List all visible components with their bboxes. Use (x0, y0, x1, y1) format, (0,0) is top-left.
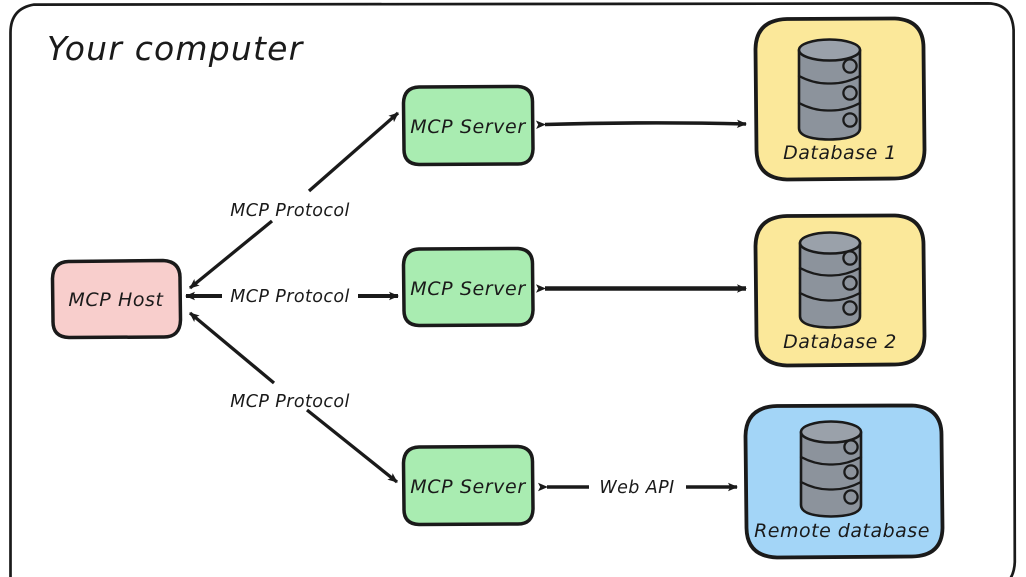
node-mcp-server-2[interactable]: MCP Server (401, 246, 535, 328)
edge-label-web-api: Web API (599, 478, 674, 498)
node-remote-database[interactable]: Remote database (743, 403, 945, 560)
node-label-database-2: Database 2 (783, 331, 897, 353)
group-title: Your computer (47, 29, 305, 68)
edge-server1-database1 (535, 119, 747, 129)
database-cylinder-icon (797, 38, 862, 141)
your-computer-boundary (9, 2, 1017, 577)
edge-label-mcp-protocol-1: MCP Protocol (230, 201, 349, 221)
edge-host-server3 (188, 311, 399, 484)
node-label-remote-database: Remote database (754, 520, 930, 542)
edge-host-server1 (188, 111, 400, 290)
node-label-mcp-host: MCP Host (68, 289, 164, 311)
node-database-2[interactable]: Database 2 (753, 213, 927, 368)
edge-label-mcp-protocol-2: MCP Protocol (230, 287, 349, 307)
database-cylinder-icon (798, 231, 862, 329)
node-label-database-1: Database 1 (783, 142, 897, 164)
node-mcp-host[interactable]: MCP Host (50, 258, 183, 340)
node-label-mcp-server-1: MCP Server (410, 116, 526, 138)
node-mcp-server-1[interactable]: MCP Server (401, 84, 535, 167)
node-label-mcp-server-2: MCP Server (410, 278, 526, 300)
edge-label-mcp-protocol-3: MCP Protocol (230, 392, 349, 412)
node-mcp-server-3[interactable]: MCP Server (401, 444, 535, 527)
database-cylinder-icon (799, 420, 863, 518)
node-label-mcp-server-3: MCP Server (410, 476, 526, 498)
node-database-1[interactable]: Database 1 (753, 16, 927, 182)
